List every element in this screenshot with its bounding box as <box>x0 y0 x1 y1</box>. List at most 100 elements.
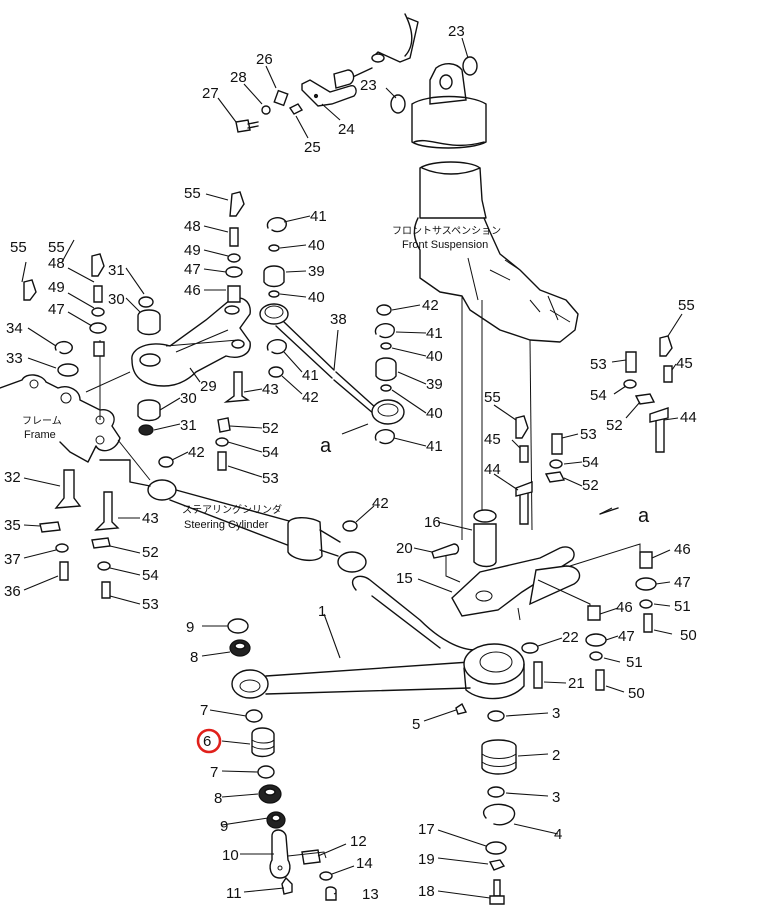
callout-3[interactable]: 3 <box>552 789 560 806</box>
callout-42[interactable]: 42 <box>302 389 319 406</box>
callout-9[interactable]: 9 <box>220 818 228 835</box>
callout-51[interactable]: 51 <box>674 598 691 615</box>
callout-40[interactable]: 40 <box>426 348 443 365</box>
callout-15[interactable]: 15 <box>396 570 413 587</box>
callout-19[interactable]: 19 <box>418 851 435 868</box>
callout-54[interactable]: 54 <box>582 454 599 471</box>
callout-32[interactable]: 32 <box>4 469 21 486</box>
callout-55[interactable]: 55 <box>678 297 695 314</box>
callout-9[interactable]: 9 <box>186 619 194 636</box>
callout-2[interactable]: 2 <box>552 747 560 764</box>
callout-6[interactable]: 6 <box>203 733 211 750</box>
callout-53[interactable]: 53 <box>142 596 159 613</box>
callout-52[interactable]: 52 <box>262 420 279 437</box>
steering-plate-drawing <box>431 507 641 621</box>
callout-52[interactable]: 52 <box>142 544 159 561</box>
callout-5[interactable]: 5 <box>412 716 420 733</box>
callout-18[interactable]: 18 <box>418 883 435 900</box>
callout-55[interactable]: 55 <box>484 389 501 406</box>
callout-39[interactable]: 39 <box>308 263 325 280</box>
callout-24[interactable]: 24 <box>338 121 355 138</box>
callout-55[interactable]: 55 <box>184 185 201 202</box>
callout-20[interactable]: 20 <box>396 540 413 557</box>
callout-33[interactable]: 33 <box>6 350 23 367</box>
callout-41[interactable]: 41 <box>310 208 327 225</box>
callout-43[interactable]: 43 <box>142 510 159 527</box>
callout-28[interactable]: 28 <box>230 69 247 86</box>
callout-38[interactable]: 38 <box>330 311 347 328</box>
callout-3[interactable]: 3 <box>552 705 560 722</box>
callout-35[interactable]: 35 <box>4 517 21 534</box>
callout-7[interactable]: 7 <box>210 764 218 781</box>
callout-21[interactable]: 21 <box>568 675 585 692</box>
callout-53[interactable]: 53 <box>590 356 607 373</box>
callout-51[interactable]: 51 <box>626 654 643 671</box>
callout-45[interactable]: 45 <box>676 355 693 372</box>
callout-52[interactable]: 52 <box>606 417 623 434</box>
callout-31[interactable]: 31 <box>180 417 197 434</box>
callout-43[interactable]: 43 <box>262 381 279 398</box>
callout-22[interactable]: 22 <box>562 629 579 646</box>
view-marker-a: a <box>320 435 332 457</box>
callout-53[interactable]: 53 <box>262 470 279 487</box>
callout-40[interactable]: 40 <box>426 405 443 422</box>
callout-14[interactable]: 14 <box>356 855 373 872</box>
callout-25[interactable]: 25 <box>304 139 321 156</box>
callout-11[interactable]: 11 <box>226 885 242 902</box>
callout-53[interactable]: 53 <box>580 426 597 443</box>
callout-46[interactable]: 46 <box>184 282 201 299</box>
callout-26[interactable]: 26 <box>256 51 273 68</box>
callout-31[interactable]: 31 <box>108 262 125 279</box>
callout-50[interactable]: 50 <box>628 685 645 702</box>
callout-13[interactable]: 13 <box>362 886 379 903</box>
callout-47[interactable]: 47 <box>184 261 201 278</box>
callout-49[interactable]: 49 <box>48 279 65 296</box>
callout-23[interactable]: 23 <box>448 23 465 40</box>
callout-1[interactable]: 1 <box>318 603 326 620</box>
callout-42[interactable]: 42 <box>422 297 439 314</box>
callout-50[interactable]: 50 <box>680 627 697 644</box>
callout-55[interactable]: 55 <box>10 239 27 256</box>
callout-49[interactable]: 49 <box>184 242 201 259</box>
callout-42[interactable]: 42 <box>372 495 389 512</box>
callout-42[interactable]: 42 <box>188 444 205 461</box>
callout-41[interactable]: 41 <box>302 367 319 384</box>
callout-55[interactable]: 55 <box>48 239 65 256</box>
callout-16[interactable]: 16 <box>424 514 441 531</box>
callout-40[interactable]: 40 <box>308 289 325 306</box>
callout-54[interactable]: 54 <box>590 387 607 404</box>
callout-36[interactable]: 36 <box>4 583 21 600</box>
callout-4[interactable]: 4 <box>554 826 562 843</box>
callout-17[interactable]: 17 <box>418 821 435 838</box>
callout-52[interactable]: 52 <box>582 477 599 494</box>
callout-23[interactable]: 23 <box>360 77 377 94</box>
callout-40[interactable]: 40 <box>308 237 325 254</box>
callout-41[interactable]: 41 <box>426 438 443 455</box>
callout-30[interactable]: 30 <box>180 390 197 407</box>
callout-45[interactable]: 45 <box>484 431 501 448</box>
callout-8[interactable]: 8 <box>214 790 222 807</box>
callout-44[interactable]: 44 <box>484 461 501 478</box>
callout-27[interactable]: 27 <box>202 85 219 102</box>
callout-12[interactable]: 12 <box>350 833 367 850</box>
callout-29[interactable]: 29 <box>200 378 217 395</box>
callout-48[interactable]: 48 <box>184 218 201 235</box>
callout-44[interactable]: 44 <box>680 409 697 426</box>
callout-10[interactable]: 10 <box>222 847 239 864</box>
callout-47[interactable]: 47 <box>48 301 65 318</box>
callout-46[interactable]: 46 <box>674 541 691 558</box>
callout-47[interactable]: 47 <box>674 574 691 591</box>
callout-7[interactable]: 7 <box>200 702 208 719</box>
callout-54[interactable]: 54 <box>142 567 159 584</box>
callout-48[interactable]: 48 <box>48 255 65 272</box>
callout-41[interactable]: 41 <box>426 325 443 342</box>
callout-8[interactable]: 8 <box>190 649 198 666</box>
callout-37[interactable]: 37 <box>4 551 21 568</box>
pin-assembly-drawing <box>235 56 478 133</box>
callout-39[interactable]: 39 <box>426 376 443 393</box>
callout-34[interactable]: 34 <box>6 320 23 337</box>
callout-54[interactable]: 54 <box>262 444 279 461</box>
callout-46[interactable]: 46 <box>616 599 633 616</box>
callout-30[interactable]: 30 <box>108 291 125 308</box>
callout-47[interactable]: 47 <box>618 628 635 645</box>
